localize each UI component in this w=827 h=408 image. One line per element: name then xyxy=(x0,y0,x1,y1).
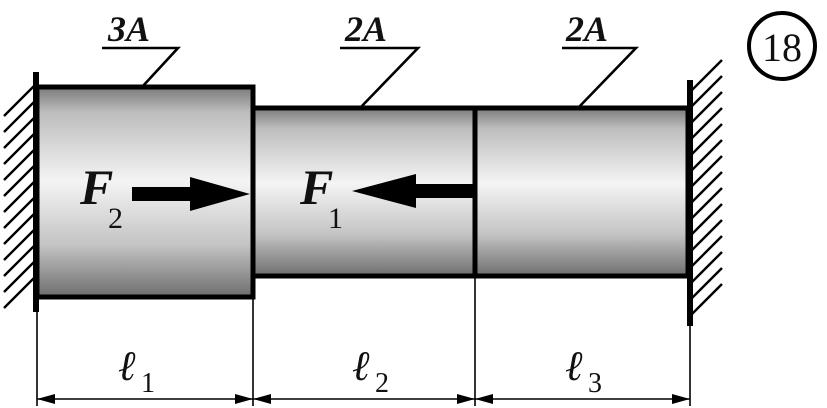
bar-segment-3 xyxy=(472,105,691,279)
length-label-3-symbol: ℓ xyxy=(565,341,583,390)
length-label-1-symbol: ℓ xyxy=(118,341,136,390)
area-label-1: 3A xyxy=(107,9,150,49)
force-f2-index: 2 xyxy=(108,202,123,235)
force-f1: F 1 xyxy=(299,159,475,235)
area-leader-1 xyxy=(102,46,181,88)
area-leader-3 xyxy=(562,46,640,109)
length-label-2-symbol: ℓ xyxy=(352,341,370,390)
dimension-arrowheads xyxy=(37,394,690,404)
dimension-lines xyxy=(36,276,691,406)
area-label-3: 2A xyxy=(565,9,608,49)
force-f2-arrow xyxy=(190,177,250,211)
area-leader-2 xyxy=(340,46,422,109)
force-f1-symbol: F xyxy=(299,159,333,215)
length-label-2-index: 2 xyxy=(375,368,389,399)
force-f1-index: 1 xyxy=(328,202,343,235)
right-wall xyxy=(687,59,723,326)
length-label-1-index: 1 xyxy=(141,368,155,399)
left-wall xyxy=(2,72,39,312)
problem-number-badge: 18 xyxy=(747,11,817,81)
force-f2: F 2 xyxy=(79,159,250,235)
area-label-2: 2A xyxy=(344,9,387,49)
length-label-3-index: 3 xyxy=(588,368,602,399)
problem-number: 18 xyxy=(762,25,802,70)
force-f1-arrow xyxy=(352,174,416,208)
force-f2-symbol: F xyxy=(79,159,113,215)
